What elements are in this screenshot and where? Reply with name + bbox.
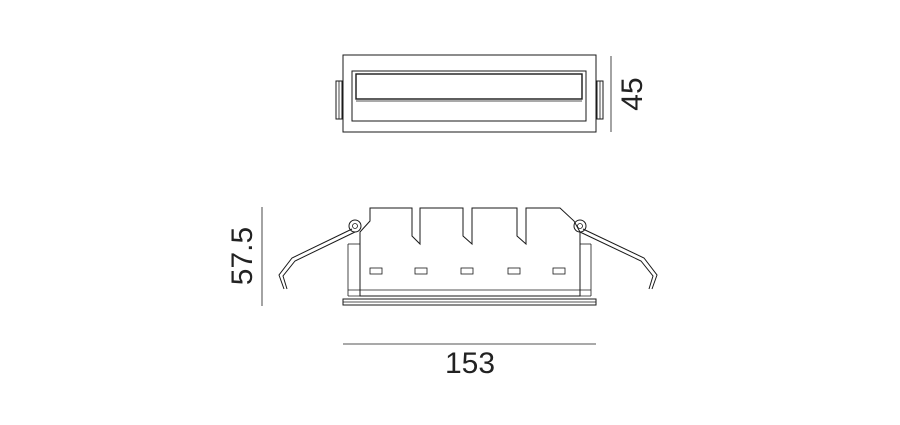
side-view-body <box>359 207 581 297</box>
dimension-height-side: 57.5 <box>226 227 259 285</box>
vent-slot <box>369 267 383 275</box>
vent-slot <box>507 267 521 275</box>
top-view-reflector <box>355 73 583 100</box>
side-view: 57.5 153 <box>226 207 658 380</box>
vent-slot <box>552 267 566 275</box>
vent-slot <box>414 267 428 275</box>
vent-slot <box>460 267 474 275</box>
left-spring-wire-2 <box>282 231 356 290</box>
top-view: 45 <box>335 54 649 133</box>
right-spring-pivot-inner <box>577 223 583 229</box>
right-spring-wire-2 <box>579 231 654 290</box>
left-spring-wire <box>278 228 353 290</box>
top-view-inner-body <box>351 70 587 122</box>
right-spring-wire <box>582 228 658 290</box>
top-view-outer-frame <box>342 54 597 133</box>
dimension-width: 153 <box>445 347 495 380</box>
left-spring-pivot <box>348 219 362 233</box>
dimension-height-top: 45 <box>616 77 649 110</box>
left-spring-pivot-inner <box>352 223 358 229</box>
